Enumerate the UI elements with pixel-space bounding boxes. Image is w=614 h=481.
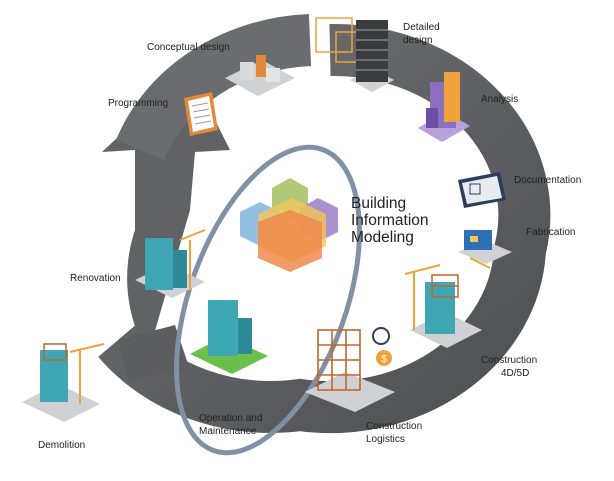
label-construction-logistics-2: Logistics (366, 434, 405, 445)
demolition-building (22, 343, 105, 422)
construction-4d5d-building (404, 264, 482, 348)
bim-title-line1: Building (351, 195, 407, 212)
bim-title: Building Information Modeling (351, 195, 429, 246)
construction-logistics-building: $ (305, 327, 395, 412)
bim-title-line3: Modeling (351, 229, 414, 246)
label-renovation: Renovation (70, 273, 121, 284)
analysis-tower (418, 72, 470, 142)
svg-text:$: $ (381, 354, 387, 365)
label-operation-2: Maintenance (199, 426, 257, 437)
label-analysis: Analysis (481, 94, 519, 105)
conceptual-design-model (225, 55, 295, 96)
label-construction-4d5d-2: 4D/5D (501, 368, 530, 379)
highlight-ellipse (174, 144, 362, 456)
fabrication-machine-icon (458, 230, 512, 269)
documentation-drawing-icon (458, 172, 506, 208)
bim-cubes-icon (240, 178, 338, 272)
detailed-design-tower (315, 17, 394, 92)
label-operation-1: Operation and (199, 413, 263, 424)
label-construction-logistics-1: Construction (366, 421, 423, 432)
label-conceptual-design: Conceptual design (147, 42, 230, 53)
operation-maintenance-building (190, 300, 268, 374)
label-detailed-design-2: design (403, 35, 433, 46)
bim-title-line2: Information (351, 212, 429, 229)
renovation-building (135, 229, 206, 298)
label-fabrication: Fabrication (526, 227, 576, 238)
label-documentation: Documentation (514, 175, 582, 186)
label-construction-4d5d-1: Construction (481, 355, 538, 366)
label-programming: Programming (108, 98, 169, 109)
label-detailed-design-1: Detailed (403, 22, 440, 33)
lifecycle-ring (98, 14, 551, 434)
label-demolition: Demolition (38, 440, 86, 451)
programming-clipboard-icon (184, 92, 218, 136)
